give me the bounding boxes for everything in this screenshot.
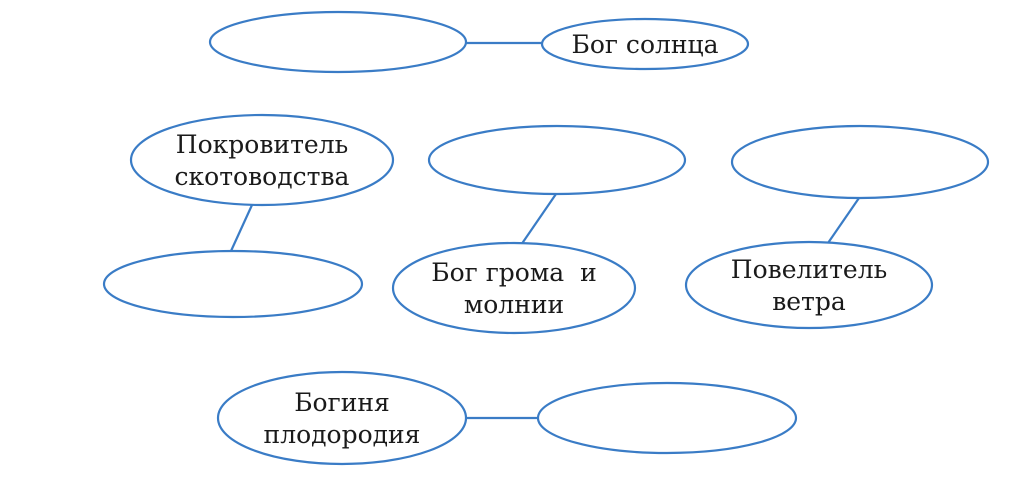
ellipse-wind-lord — [684, 240, 934, 330]
node-thunder-blank[interactable] — [427, 124, 687, 196]
node-fertility-goddess: Богиня плодородия — [216, 370, 468, 466]
node-cattle-blank[interactable] — [102, 249, 364, 319]
blank-answer-ellipse[interactable] — [427, 124, 687, 196]
edges-layer — [229, 41, 860, 420]
node-cattle-patron: Покровитель скотоводства — [129, 113, 395, 207]
node-sun-god: Бог солнца — [540, 17, 750, 71]
node-label-fertility-goddess-line-1: Богиня — [294, 388, 390, 417]
ellipse-thunder-god — [391, 241, 637, 335]
node-label-sun-god-line-1: Бог солнца — [571, 30, 718, 59]
node-label-cattle-patron-line-2: скотоводства — [175, 162, 350, 191]
node-label-thunder-god-line-1: Бог грома и — [431, 258, 597, 287]
node-fertility-blank[interactable] — [536, 381, 798, 455]
blank-answer-ellipse[interactable] — [102, 249, 364, 319]
blank-answer-ellipse[interactable] — [536, 381, 798, 455]
connector-wind-blank-to-wind-lord — [827, 197, 860, 244]
node-wind-blank[interactable] — [730, 124, 990, 200]
node-thunder-god: Бог грома и молнии — [391, 241, 637, 335]
connector-thunder-blank-to-thunder-god — [520, 193, 557, 246]
node-label-wind-lord-line-2: ветра — [772, 287, 846, 316]
ellipse-fertility-goddess — [216, 370, 468, 466]
node-wind-lord: Повелитель ветра — [684, 240, 934, 330]
blank-answer-ellipse[interactable] — [208, 10, 468, 74]
node-sun-blank[interactable] — [208, 10, 468, 74]
node-label-wind-lord-line-1: Повелитель — [731, 255, 887, 284]
connector-cattle-patron-to-cattle-blank — [229, 204, 254, 252]
ellipse-cattle-patron — [129, 113, 395, 207]
node-label-cattle-patron-line-1: Покровитель — [176, 130, 348, 159]
ellipse-sun-god — [540, 17, 750, 71]
node-label-fertility-goddess-line-2: плодородия — [264, 420, 421, 449]
node-label-thunder-god-line-2: молнии — [464, 290, 564, 319]
blank-answer-ellipse[interactable] — [730, 124, 990, 200]
